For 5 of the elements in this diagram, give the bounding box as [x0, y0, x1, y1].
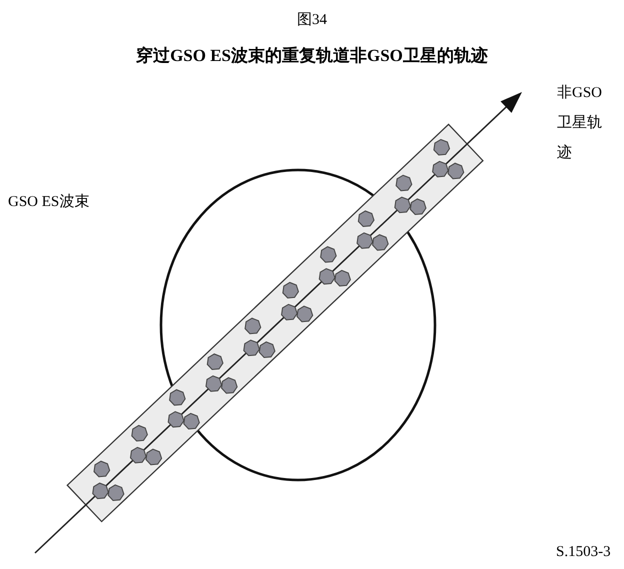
- figure-code: S.1503-3: [556, 543, 611, 562]
- beam-label: GSO ES波束: [8, 192, 90, 212]
- diagram-title: 穿过GSO ES波束的重复轨道非GSO卫星的轨迹: [135, 45, 489, 67]
- track-label: 非GSO卫星轨迹: [557, 84, 604, 163]
- figure-number: 图34: [296, 11, 328, 30]
